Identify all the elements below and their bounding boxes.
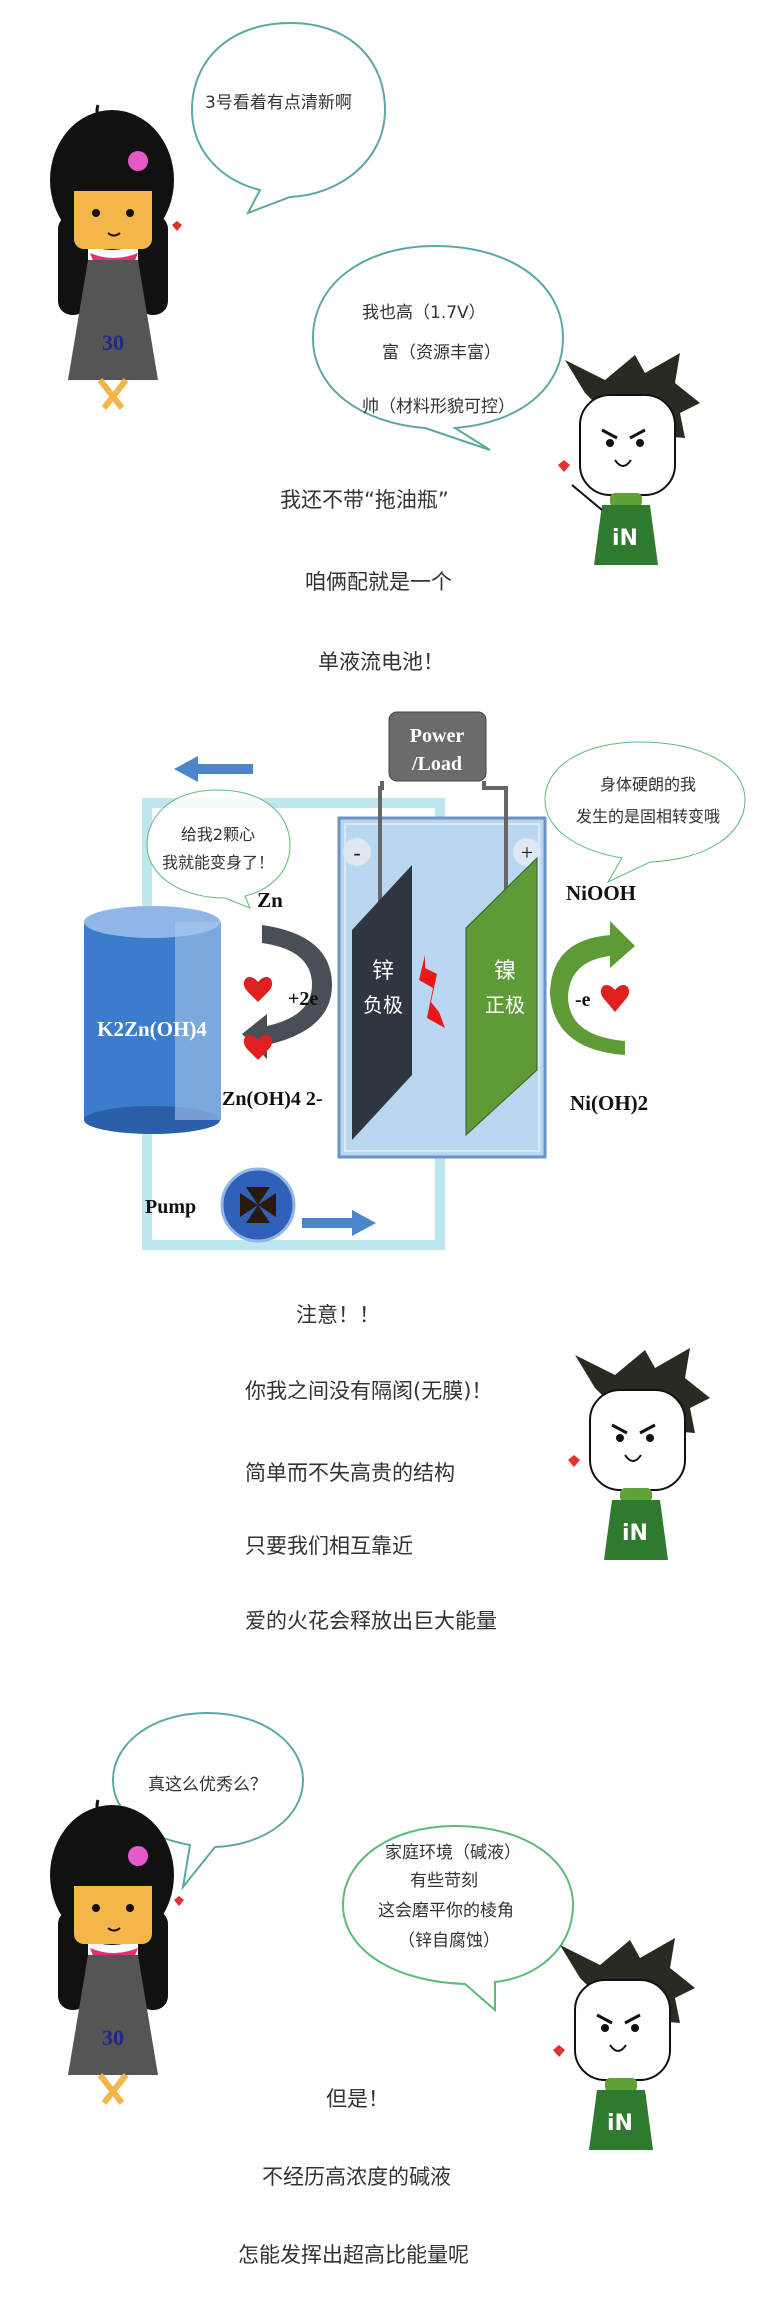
boy-character: iN xyxy=(568,1348,710,1560)
dress-number: 30 xyxy=(102,2025,124,2050)
zincate-label: Zn(OH)4 2- xyxy=(222,1088,323,1110)
boy-speech-line: 我也高（1.7V） xyxy=(362,303,486,323)
spark-icon xyxy=(419,955,445,1028)
heart-icon xyxy=(553,2045,565,2057)
zinc-electrode-label: 锌 xyxy=(372,959,394,984)
speech-bubble-girl xyxy=(190,21,387,215)
boy-speech-line: （锌自腐蚀） xyxy=(398,1931,500,1951)
girl-character: 30 xyxy=(50,1799,184,2105)
shirt-logo: iN xyxy=(612,526,638,551)
minus-label: - xyxy=(353,840,360,865)
zinc-electrode xyxy=(352,865,412,1140)
boy-character: iN xyxy=(553,1938,695,2150)
boy-speech-line: 富（资源丰富） xyxy=(382,343,501,363)
wire xyxy=(378,781,508,950)
speech-bubble-nickel xyxy=(544,741,746,884)
caption-line: 咱俩配就是一个 xyxy=(305,570,452,594)
minus-e-label: -e xyxy=(575,989,591,1011)
caption-line: 爱的火花会释放出巨大能量 xyxy=(245,1609,497,1633)
speech-bubble-boy xyxy=(311,244,565,451)
flow-arrow-left-icon xyxy=(174,756,253,782)
plus-2e-label: +2e xyxy=(288,988,318,1010)
heart-icon xyxy=(172,221,182,231)
caption-line: 单液流电池！ xyxy=(318,650,444,674)
speech-bubble-tank xyxy=(146,789,291,909)
caption-line: 简单而不失高贵的结构 xyxy=(245,1461,455,1485)
heart-icon xyxy=(174,1896,184,1906)
caption-line: 我还不带“拖油瓶” xyxy=(280,488,449,512)
heart-icon xyxy=(568,1455,580,1467)
load-label: /Load xyxy=(411,753,462,775)
dress-number: 30 xyxy=(102,330,124,355)
electrolyte-tank xyxy=(84,906,221,1134)
shirt-logo: iN xyxy=(607,2111,633,2136)
heart-icon xyxy=(243,1034,273,1060)
niooh-label: NiOOH xyxy=(566,881,636,905)
heart-icon xyxy=(558,460,570,472)
nickel-electrode-label: 正极 xyxy=(485,993,525,1017)
nickel-speech-line: 身体硬朗的我 xyxy=(600,775,696,794)
caption-line: 注意！！ xyxy=(296,1303,380,1327)
speech-bubble-boy xyxy=(341,1824,575,2013)
flower-icon xyxy=(128,151,148,171)
girl-character: 30 xyxy=(50,104,182,410)
reduction-arrow-icon xyxy=(242,925,332,1059)
minus-terminal xyxy=(343,838,371,866)
nickel-hydroxide-label: Ni(OH)2 xyxy=(570,1091,648,1115)
flow-battery-diagram: Power /Load - + 锌 负极 镍 正极 K2Zn(OH)4 Zn +… xyxy=(84,711,746,1250)
nickel-electrode-label: 镍 xyxy=(494,959,516,984)
caption-line: 不经历高浓度的碱液 xyxy=(262,2165,451,2189)
electrolyte-pipe xyxy=(142,798,445,1250)
girl-speech-text: 真这么优秀么？ xyxy=(148,1775,267,1795)
tank-speech-line: 给我2颗心 xyxy=(181,825,255,844)
flow-arrow-right-icon xyxy=(302,1210,376,1236)
caption-line: 你我之间没有隔阂(无膜)！ xyxy=(245,1379,493,1403)
tank-speech-line: 我就能变身了！ xyxy=(162,853,274,872)
oxidation-arrow-icon xyxy=(550,921,635,1055)
caption-line: 但是！ xyxy=(326,2087,389,2111)
boy-character: iN xyxy=(558,353,700,565)
boy-speech-line: 帅（材料形貌可控） xyxy=(362,397,515,417)
zinc-electrode-label: 负极 xyxy=(363,993,403,1017)
heart-icon xyxy=(600,984,630,1012)
speech-bubble-girl xyxy=(111,1711,305,1891)
plus-terminal xyxy=(513,838,541,866)
heart-icon xyxy=(243,976,273,1002)
nickel-electrode xyxy=(465,856,538,1137)
flower-icon xyxy=(128,1846,148,1866)
boy-speech-line: 家庭环境（碱液） xyxy=(385,1843,521,1863)
caption-line: 怎能发挥出超高比能量呢 xyxy=(238,2243,469,2267)
boy-speech-line: 这会磨平你的棱角 xyxy=(378,1901,514,1921)
plus-label: + xyxy=(521,840,533,865)
power-load-box xyxy=(388,711,487,782)
shirt-logo: iN xyxy=(622,1521,648,1546)
girl-speech-text: 3号看着有点清新啊 xyxy=(205,93,352,113)
power-label: Power xyxy=(410,725,465,747)
boy-speech-line: 有些苛刻 xyxy=(410,1871,478,1891)
nickel-speech-line: 发生的是固相转变哦 xyxy=(576,807,720,826)
caption-line: 只要我们相互靠近 xyxy=(245,1534,413,1558)
pump-label: Pump xyxy=(145,1196,196,1218)
zn-label: Zn xyxy=(257,888,283,912)
tank-label: K2Zn(OH)4 xyxy=(97,1017,207,1041)
